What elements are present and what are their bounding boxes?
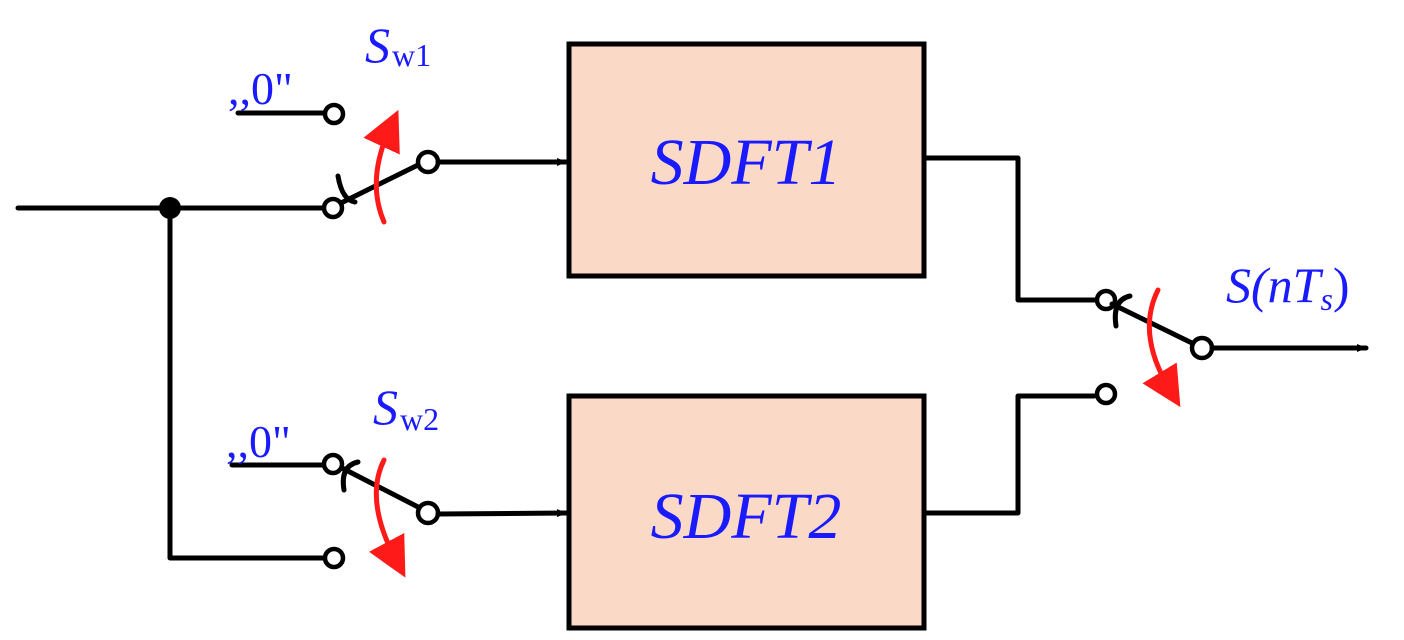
sdft2-output-wire [923, 393, 1097, 516]
out-switch-blade [1109, 301, 1197, 347]
sw2-direction-arrow [368, 457, 406, 578]
sw1-input-terminal [321, 196, 345, 220]
sw2-input-terminal [322, 546, 346, 570]
sw2-pivot-curl [340, 459, 361, 493]
out-switch-input2-terminal [1094, 382, 1118, 406]
sdft2-block [566, 393, 927, 631]
sw1-output-terminal [415, 149, 441, 175]
sw2-zero-label: ,,0" [226, 416, 291, 467]
sdft2-label: SDFT2 [651, 480, 842, 553]
out-switch-direction-arrow [1142, 287, 1181, 408]
sdft1-block [566, 41, 927, 279]
sw1-blade [338, 161, 423, 206]
sw1-pivot-curl [335, 173, 358, 205]
sw1-zero-terminal [322, 102, 346, 126]
branch-wire-lower [167, 205, 328, 561]
sw2-to-sdft2-wire [435, 509, 569, 518]
sdft1-output-wire [923, 155, 1101, 303]
sw2-blade [339, 465, 423, 511]
sw1-direction-arrow [363, 109, 400, 225]
sw2-zero-terminal [321, 452, 345, 476]
sdft1-label: SDFT1 [651, 126, 842, 199]
out-switch-output-terminal [1189, 335, 1215, 361]
sw2-label: Sw2 [373, 379, 439, 437]
out-switch-pivot-curl [1112, 293, 1133, 329]
sw1-label: Sw1 [365, 17, 431, 73]
output-label: S(nTs) [1226, 257, 1350, 317]
sw1-zero-label: ,,0" [228, 63, 293, 114]
sw2-output-terminal [415, 500, 441, 526]
